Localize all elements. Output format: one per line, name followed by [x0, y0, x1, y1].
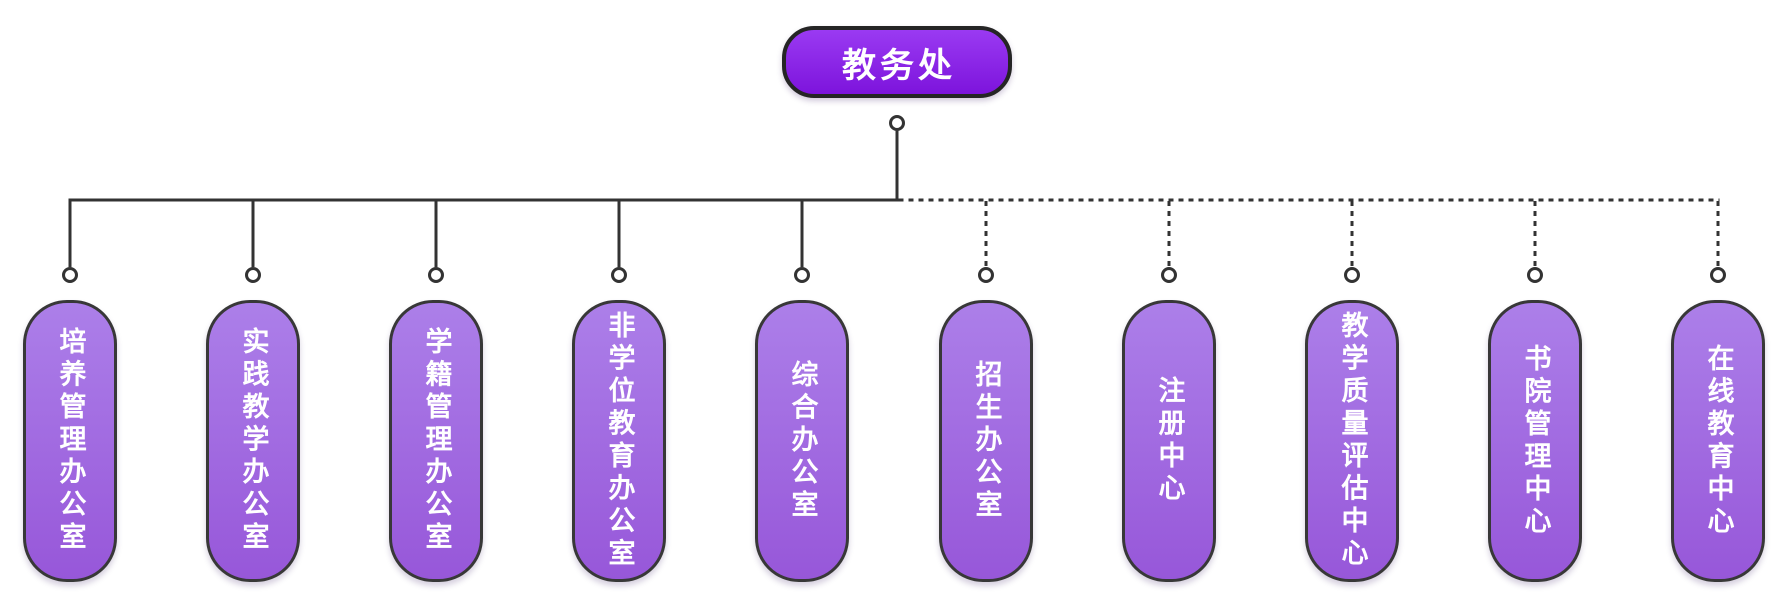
- child-node-1[interactable]: 培养管理办公室: [23, 300, 117, 582]
- child-port-circle-9[interactable]: [1527, 267, 1543, 283]
- child-node-9[interactable]: 书院管理中心: [1488, 300, 1582, 582]
- child-node-label: 教学质量评估中心: [1336, 311, 1368, 571]
- child-node-label: 在线教育中心: [1702, 343, 1734, 539]
- child-node-label: 实践教学办公室: [237, 327, 269, 555]
- child-node-7[interactable]: 注册中心: [1122, 300, 1216, 582]
- child-node-10[interactable]: 在线教育中心: [1671, 300, 1765, 582]
- child-node-label: 招生办公室: [970, 359, 1002, 523]
- child-port-circle-5[interactable]: [794, 267, 810, 283]
- child-port-circle-3[interactable]: [428, 267, 444, 283]
- root-node-label: 教务处: [842, 45, 956, 86]
- child-port-circle-1[interactable]: [62, 267, 78, 283]
- child-node-label: 学籍管理办公室: [420, 327, 452, 555]
- child-node-label: 培养管理办公室: [54, 327, 86, 555]
- root-node[interactable]: 教务处: [782, 26, 1012, 98]
- child-node-8[interactable]: 教学质量评估中心: [1305, 300, 1399, 582]
- child-node-4[interactable]: 非学位教育办公室: [572, 300, 666, 582]
- child-node-2[interactable]: 实践教学办公室: [206, 300, 300, 582]
- child-node-3[interactable]: 学籍管理办公室: [389, 300, 483, 582]
- child-port-circle-6[interactable]: [978, 267, 994, 283]
- child-node-label: 书院管理中心: [1519, 343, 1551, 539]
- child-port-circle-4[interactable]: [611, 267, 627, 283]
- child-port-circle-10[interactable]: [1710, 267, 1726, 283]
- root-port-circle[interactable]: [889, 115, 905, 131]
- child-node-6[interactable]: 招生办公室: [939, 300, 1033, 582]
- child-node-label: 非学位教育办公室: [603, 311, 635, 571]
- child-port-circle-7[interactable]: [1161, 267, 1177, 283]
- child-node-label: 注册中心: [1153, 376, 1185, 506]
- child-port-circle-2[interactable]: [245, 267, 261, 283]
- child-node-5[interactable]: 综合办公室: [755, 300, 849, 582]
- child-port-circle-8[interactable]: [1344, 267, 1360, 283]
- child-node-label: 综合办公室: [786, 359, 818, 523]
